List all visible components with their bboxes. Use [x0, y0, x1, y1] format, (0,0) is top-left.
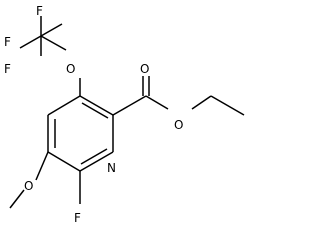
ring-double-bond-c3-c2 [81, 102, 109, 119]
bond-cf3-carbon-to-f-right [40, 23, 63, 37]
bond-cf3-carbon-to-f-left [19, 35, 42, 49]
atom-f-left: F [4, 35, 11, 49]
ring-bond-n-c6 [79, 151, 114, 172]
atom-n-ring: N [107, 161, 116, 175]
cf3-group [19, 16, 67, 56]
bond-carbonyl-to-o-ester [145, 95, 169, 110]
atom-o-ether: O [66, 62, 75, 76]
atom-f-bottom: F [4, 62, 11, 76]
atom-f-ring: F [74, 211, 81, 225]
atom-o-carbonyl: O [140, 62, 149, 76]
ring-bond-c4-c3 [47, 95, 81, 116]
ring-bond-c3-c2 [79, 95, 114, 116]
atom-o-ester: O [174, 118, 183, 132]
ring-double-bond-n-c6 [80, 148, 108, 165]
bond-ring-to-o-methoxy [35, 151, 49, 181]
bond-ch2-to-ch3 [210, 95, 245, 116]
atom-o-methoxy: O [24, 179, 33, 193]
ring-bond-c6-c5 [47, 151, 81, 172]
bond-ring-to-carbonyl-carbon [112, 95, 147, 116]
pyridine-ring [47, 95, 114, 172]
bond-o-ester-to-ch2 [191, 95, 212, 110]
bond-cf3-carbon-to-o-ether [40, 35, 67, 51]
atom-f-top: F [36, 4, 43, 18]
structure-canvas: F F F O O O N O F [4, 4, 245, 225]
molecule-drawing: F F F O O O N O F [4, 4, 245, 225]
bond-o-methoxy-to-methyl [9, 189, 25, 209]
ethyl-ester-group [112, 76, 245, 116]
